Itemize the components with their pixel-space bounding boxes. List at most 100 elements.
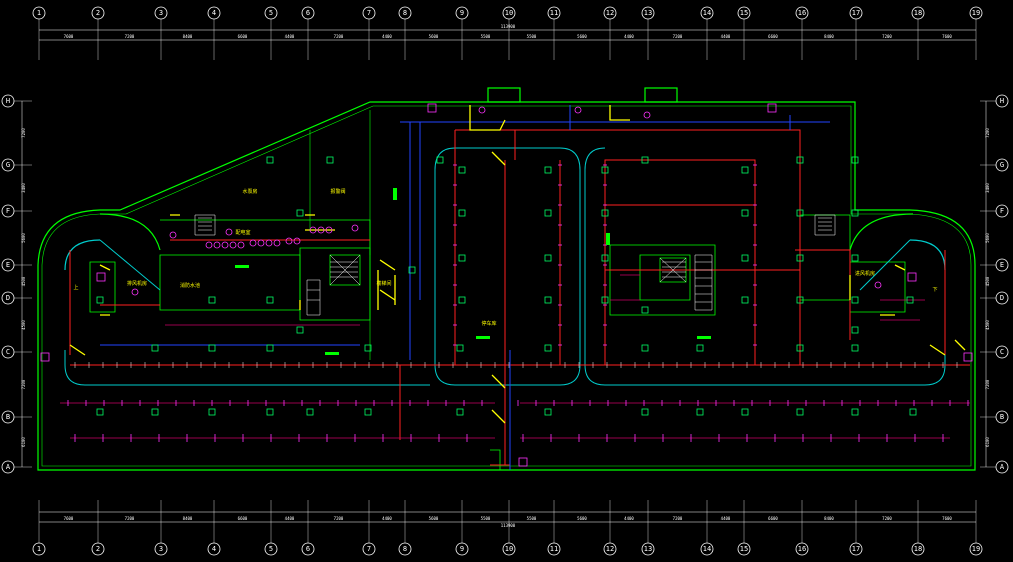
column-axis-label: 18: [914, 545, 922, 553]
fixture-square: [851, 344, 859, 352]
row-axis-label: A: [1000, 463, 1005, 471]
blue-lines: [100, 105, 830, 470]
column-axis-label: 19: [972, 9, 980, 17]
row-axis-label: D: [1000, 294, 1004, 302]
green-markers: [235, 188, 711, 355]
valve-circle: [225, 228, 233, 236]
column-axis-bubble: 18: [911, 6, 925, 60]
stairs: [194, 214, 836, 316]
fixture-square: [458, 254, 466, 262]
fixture-square: [266, 344, 274, 352]
segment-dimension: 7200: [125, 34, 135, 39]
column-axis-bubble: 2: [91, 500, 105, 556]
fixture-square: [364, 408, 372, 416]
column-axis-bubble: 8: [398, 6, 412, 60]
valve-circle: [574, 106, 582, 114]
segment-dimension: 5500: [481, 34, 491, 39]
valve-circle: [249, 239, 257, 247]
column-axis-label: 1: [37, 545, 41, 553]
segment-dimension: 4400: [721, 516, 731, 521]
column-axis-label: 4: [212, 545, 216, 553]
valve-circle: [169, 231, 177, 239]
room-label: 楼梯间: [376, 280, 391, 287]
column-axis-bubble: 7: [362, 500, 376, 556]
fixture-square: [151, 408, 159, 416]
column-axis-bubble: 5: [264, 6, 278, 60]
row-axis-bubble: A: [980, 460, 1009, 474]
sprinkler-valves: [40, 103, 973, 467]
valve-circle: [285, 237, 293, 245]
room-label: 排风机房: [127, 280, 147, 287]
fixture-square: [296, 326, 304, 334]
fixture-square: [796, 156, 804, 164]
column-axis-label: 8: [403, 545, 407, 553]
fixture-square: [696, 408, 704, 416]
room-label: 进风机房: [855, 270, 875, 277]
row-axis-bubble: C: [1, 345, 32, 359]
segment-dimension: 6600: [768, 516, 778, 521]
room-label: 配电室: [235, 229, 250, 236]
axis-grid: 1122334455667788991010111112121313141415…: [1, 6, 1009, 556]
column-axis-bubble: 4: [207, 6, 221, 60]
segment-dimension: 8400: [824, 516, 834, 521]
segment-dimension: 4500: [985, 276, 990, 286]
row-axis-label: H: [6, 97, 10, 105]
row-axis-bubble: H: [980, 94, 1009, 108]
valve-circle: [351, 224, 359, 232]
row-axis-bubble: B: [1, 410, 32, 424]
row-axis-label: G: [1000, 161, 1004, 169]
fixture-square: [601, 166, 609, 174]
valve-circle: [643, 111, 651, 119]
fixture-square: [296, 209, 304, 217]
segment-dimension: 4500: [985, 320, 990, 330]
column-axis-bubble: 2: [91, 6, 105, 60]
fixture-square: [96, 296, 104, 304]
riser-box: [40, 352, 50, 362]
fixture-square: [851, 296, 859, 304]
fixture-square: [851, 326, 859, 334]
fixture-square: [458, 296, 466, 304]
segment-dimension: 7200: [985, 128, 990, 138]
sprinkler-branch-pipes: [60, 274, 970, 439]
column-axis-label: 19: [972, 545, 980, 553]
segment-dimension: 5600: [429, 516, 439, 521]
row-axis-bubble: G: [1, 158, 32, 172]
segment-dimension: 7600: [942, 516, 952, 521]
column-axis-bubble: 17: [849, 6, 863, 60]
column-axis-label: 17: [852, 9, 860, 17]
fixture-square: [151, 344, 159, 352]
segment-dimension: 5600: [429, 34, 439, 39]
fixture-square: [696, 344, 704, 352]
column-axis-label: 1: [37, 9, 41, 17]
segment-dimension: 4400: [382, 516, 392, 521]
segment-dimension: 5600: [577, 34, 587, 39]
row-axis-bubble: H: [1, 94, 32, 108]
segment-dimension: 5600: [985, 233, 990, 243]
fixture-square: [456, 344, 464, 352]
segment-dimension: 7200: [882, 34, 892, 39]
valve-circle: [874, 281, 882, 289]
fixture-square: [741, 408, 749, 416]
column-axis-bubble: 19: [969, 6, 983, 60]
fixture-square: [796, 254, 804, 262]
valve-circle: [131, 288, 139, 296]
segment-dimension: 6600: [768, 34, 778, 39]
row-axis-label: F: [1000, 207, 1004, 215]
segment-dimension: 7600: [64, 34, 74, 39]
column-axis-bubble: 4: [207, 500, 221, 556]
row-axis-label: E: [6, 261, 10, 269]
row-axis-label: E: [1000, 261, 1004, 269]
riser-box: [907, 272, 917, 282]
column-axis-bubble: 19: [969, 500, 983, 556]
column-axis-bubble: 15: [737, 500, 751, 556]
segment-dimension: 5600: [577, 516, 587, 521]
column-axis-label: 2: [96, 545, 100, 553]
fixture-square: [544, 166, 552, 174]
row-axis-bubble: B: [980, 410, 1009, 424]
column-axis-bubble: 11: [547, 6, 561, 60]
fixture-square: [796, 209, 804, 217]
segment-dimension: 3400: [21, 183, 26, 193]
segment-dimension: 4400: [285, 516, 295, 521]
fixture-square: [96, 408, 104, 416]
